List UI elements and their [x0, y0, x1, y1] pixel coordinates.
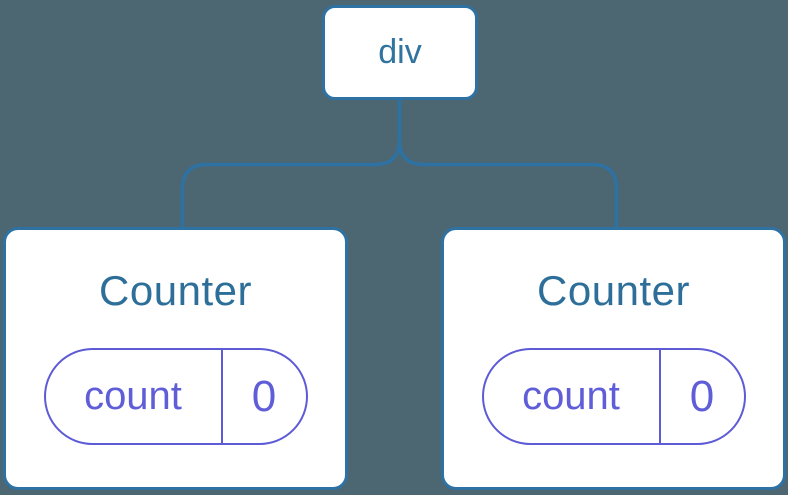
component-card-counter-1: Counter count 0 [3, 227, 348, 490]
state-value: 0 [689, 371, 715, 421]
connector-branch-left [180, 99, 402, 228]
state-pill: count 0 [481, 348, 746, 445]
root-node-div: div [322, 5, 478, 100]
state-key: count [484, 350, 661, 443]
root-node-label: div [378, 33, 422, 71]
state-pill: count 0 [43, 348, 308, 445]
component-title: Counter [99, 267, 252, 314]
state-value: 0 [251, 371, 277, 421]
connector-branch-right [397, 99, 619, 228]
state-key: count [46, 350, 223, 443]
component-title: Counter [537, 267, 690, 314]
component-card-counter-2: Counter count 0 [441, 227, 786, 490]
